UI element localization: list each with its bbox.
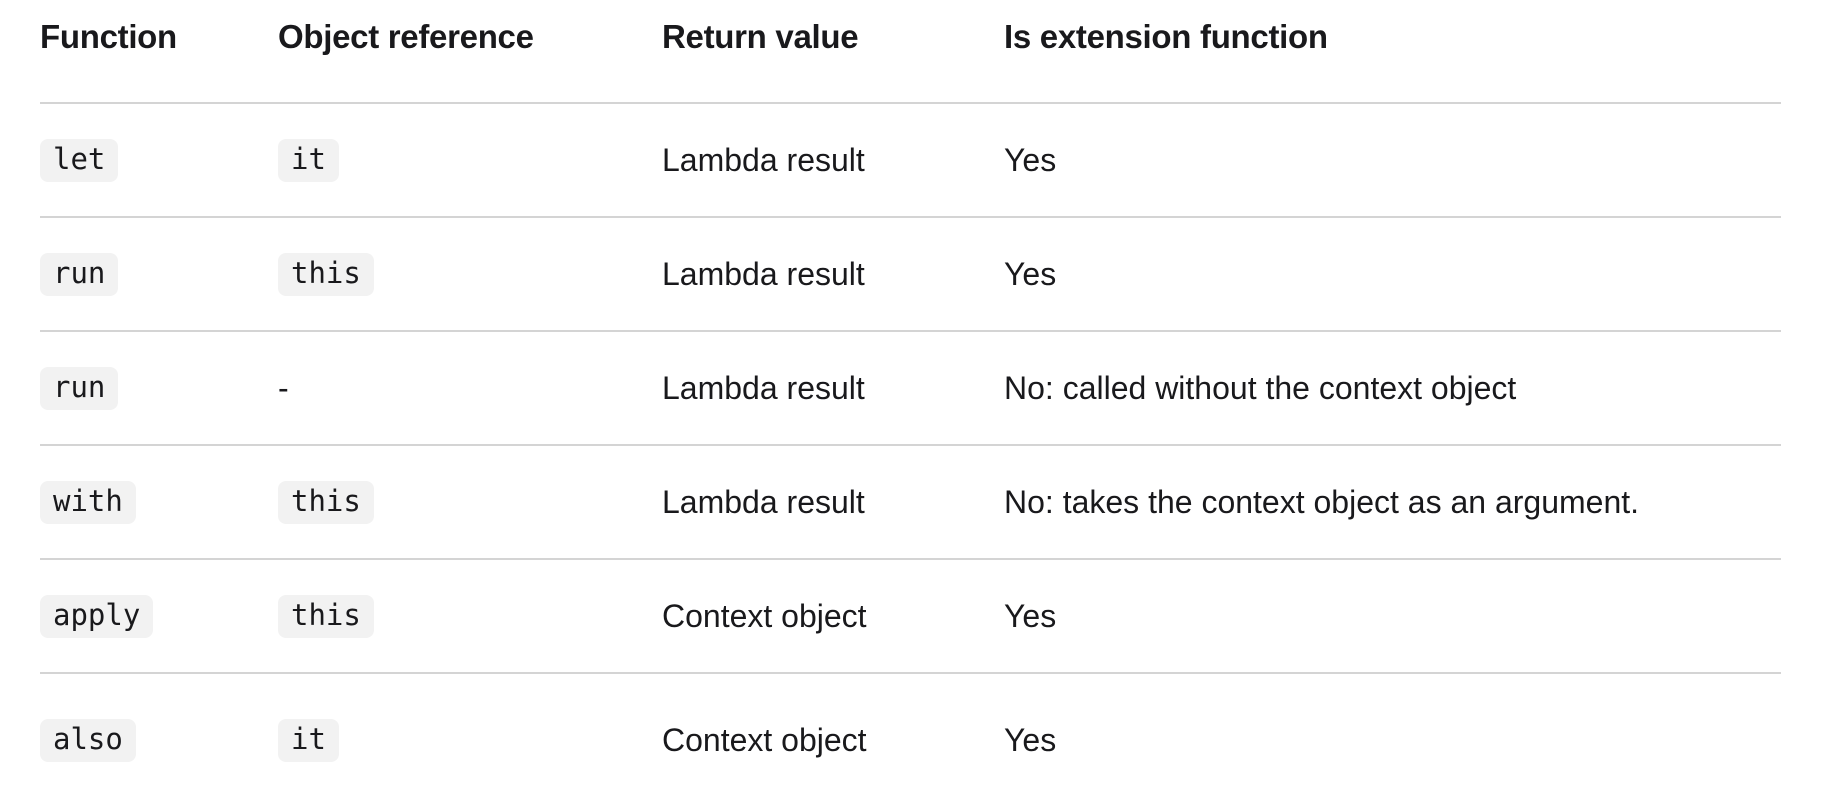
code-chip: it — [278, 138, 339, 183]
code-chip: also — [40, 718, 136, 763]
object-reference-cell: it — [278, 103, 662, 217]
is-extension-function-cell: Yes — [1004, 559, 1781, 673]
table-row: with this Lambda result No: takes the co… — [40, 445, 1781, 559]
no-object-reference-dash: - — [278, 370, 289, 406]
is-extension-function-text: Yes — [1004, 722, 1057, 758]
function-cell: with — [40, 445, 278, 559]
return-value-cell: Lambda result — [662, 331, 1004, 445]
function-cell: also — [40, 673, 278, 806]
table-row: let it Lambda result Yes — [40, 103, 1781, 217]
scope-functions-table: Function Object reference Return value I… — [40, 0, 1781, 806]
is-extension-function-cell: Yes — [1004, 217, 1781, 331]
is-extension-function-cell: No: takes the context object as an argum… — [1004, 445, 1781, 559]
is-extension-function-cell: Yes — [1004, 103, 1781, 217]
code-chip: this — [278, 480, 374, 525]
table-row: run this Lambda result Yes — [40, 217, 1781, 331]
code-chip: let — [40, 138, 119, 183]
function-cell: run — [40, 331, 278, 445]
code-chip: run — [40, 252, 119, 297]
object-reference-cell: it — [278, 673, 662, 806]
table-row: run - Lambda result No: called without t… — [40, 331, 1781, 445]
table-body: let it Lambda result Yes run this — [40, 103, 1781, 806]
return-value-cell: Lambda result — [662, 103, 1004, 217]
is-extension-function-text: Yes — [1004, 598, 1057, 634]
code-chip: this — [278, 594, 374, 639]
header-row: Function Object reference Return value I… — [40, 0, 1781, 103]
return-value-text: Lambda result — [662, 142, 865, 178]
object-reference-cell: this — [278, 445, 662, 559]
is-extension-function-text: Yes — [1004, 142, 1057, 178]
column-header-object-reference: Object reference — [278, 18, 534, 55]
function-cell: let — [40, 103, 278, 217]
is-extension-function-cell: No: called without the context object — [1004, 331, 1781, 445]
column-header-is-extension-function: Is extension function — [1004, 18, 1328, 55]
code-chip: apply — [40, 594, 154, 639]
is-extension-function-cell: Yes — [1004, 673, 1781, 806]
object-reference-cell: this — [278, 559, 662, 673]
return-value-text: Context object — [662, 598, 867, 634]
table-header: Function Object reference Return value I… — [40, 0, 1781, 103]
return-value-cell: Lambda result — [662, 445, 1004, 559]
is-extension-function-text: Yes — [1004, 256, 1057, 292]
return-value-text: Context object — [662, 722, 867, 758]
code-chip: with — [40, 480, 136, 525]
return-value-text: Lambda result — [662, 370, 865, 406]
function-cell: apply — [40, 559, 278, 673]
return-value-cell: Lambda result — [662, 217, 1004, 331]
function-cell: run — [40, 217, 278, 331]
code-chip: run — [40, 366, 119, 411]
return-value-text: Lambda result — [662, 256, 865, 292]
object-reference-cell: this — [278, 217, 662, 331]
code-chip: this — [278, 252, 374, 297]
is-extension-function-text: No: takes the context object as an argum… — [1004, 484, 1640, 520]
object-reference-cell: - — [278, 331, 662, 445]
table-row: also it Context object Yes — [40, 673, 1781, 806]
column-header-function: Function — [40, 18, 177, 55]
return-value-cell: Context object — [662, 673, 1004, 806]
is-extension-function-text: No: called without the context object — [1004, 370, 1517, 406]
code-chip: it — [278, 718, 339, 763]
return-value-cell: Context object — [662, 559, 1004, 673]
return-value-text: Lambda result — [662, 484, 865, 520]
table-row: apply this Context object Yes — [40, 559, 1781, 673]
column-header-return-value: Return value — [662, 18, 859, 55]
